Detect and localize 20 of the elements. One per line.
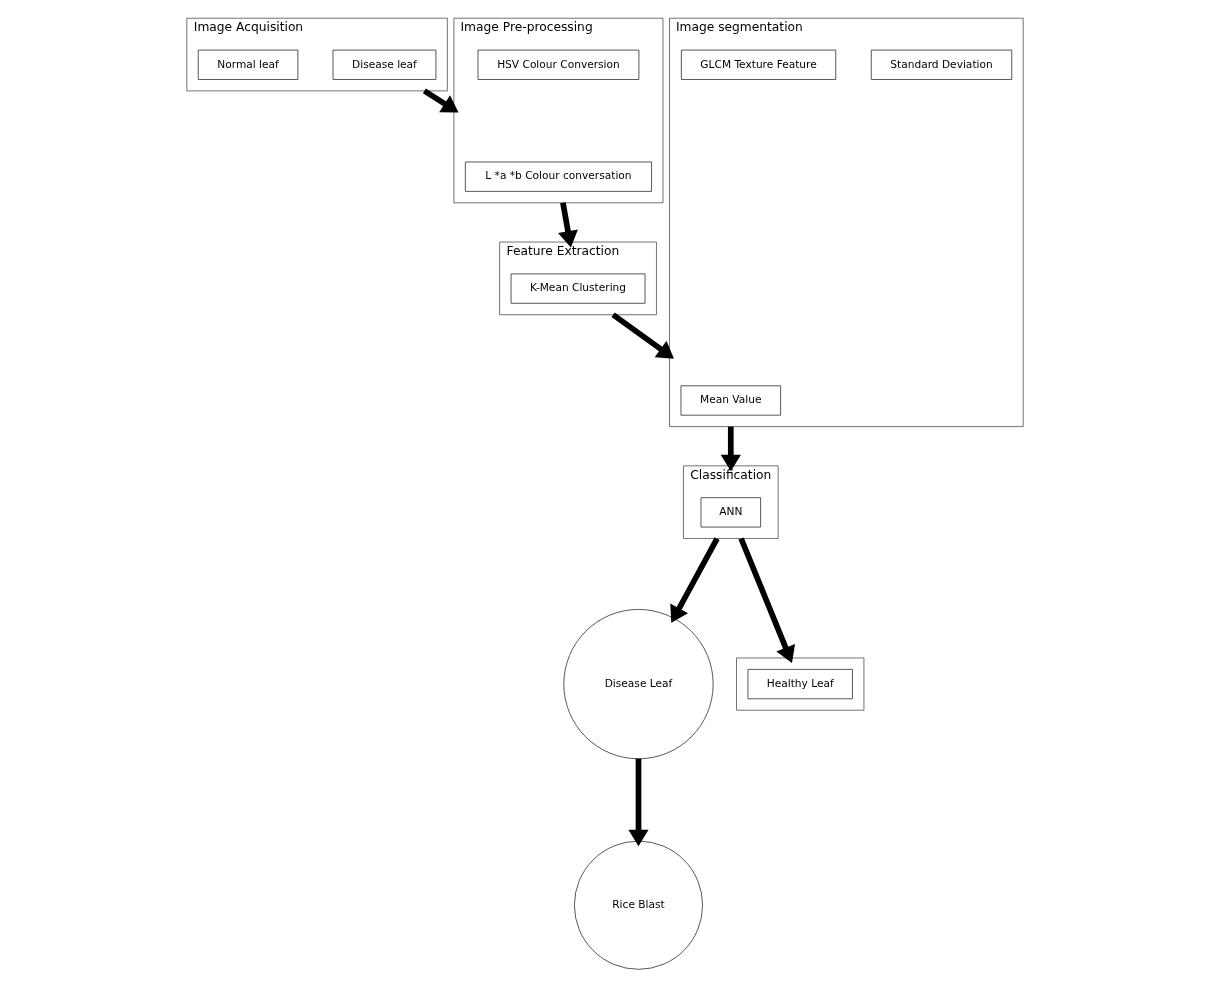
node-box: Mean Value xyxy=(680,385,781,416)
arrow xyxy=(737,537,795,664)
arrow xyxy=(557,202,578,248)
node-box: Healthy Leaf xyxy=(747,669,853,700)
node-box: Standard Deviation xyxy=(870,49,1012,80)
node-box: ANN xyxy=(700,497,761,528)
node-box: Normal leaf xyxy=(197,49,298,80)
node-box: HSV Colour Conversion xyxy=(477,49,639,80)
node-box: K-Mean Clustering xyxy=(510,273,645,304)
arrow xyxy=(720,426,741,472)
node-circle: Disease Leaf xyxy=(562,609,714,760)
node-box: L *a *b Colour conversation xyxy=(464,161,652,192)
node-box: Disease leaf xyxy=(332,49,436,80)
node-box: GLCM Texture Feature xyxy=(680,49,836,80)
arrow xyxy=(627,758,649,847)
arrow xyxy=(422,88,458,113)
arrow xyxy=(610,312,674,359)
node-circle: Rice Blast xyxy=(573,840,703,970)
cluster xyxy=(735,657,864,711)
arrow xyxy=(669,537,720,623)
